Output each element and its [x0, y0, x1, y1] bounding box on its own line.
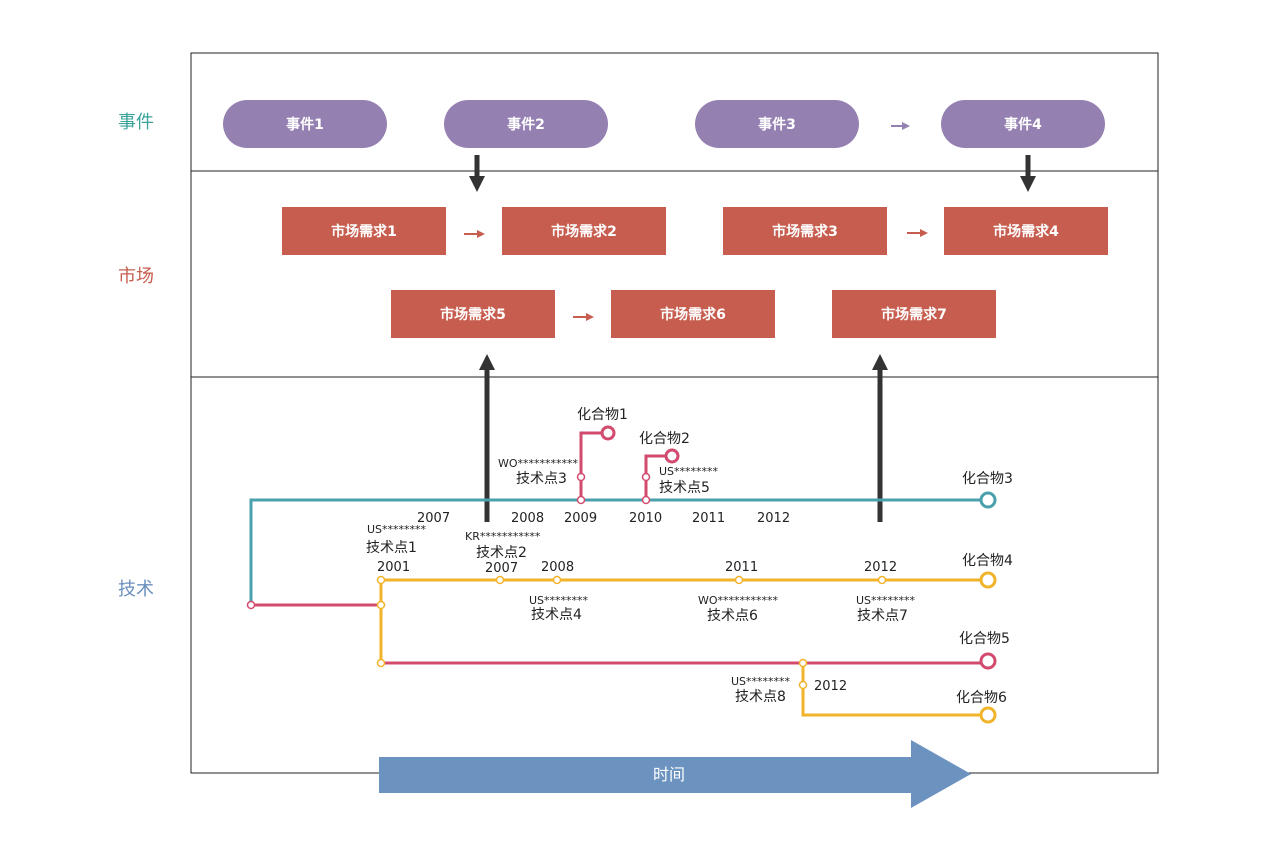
tech-point-1-name: 技术点1: [366, 540, 417, 556]
node: [552, 575, 562, 585]
tech-point-7-name: 技术点7: [857, 608, 908, 624]
market-need-1: 市场需求1: [282, 207, 446, 255]
year-label: 2012: [864, 560, 897, 575]
tech-point-4-patent: US********: [529, 594, 589, 607]
tech-point-2-name: 技术点2: [476, 545, 527, 561]
node: [641, 472, 651, 482]
tech-point-7-patent: US********: [856, 594, 916, 607]
row-label-events: 事件: [118, 112, 154, 133]
year-label: 2011: [725, 560, 758, 575]
tech-point-1-patent: US********: [367, 523, 427, 536]
year-label: 2010: [629, 511, 662, 526]
time-arrow-label: 时间: [653, 765, 685, 784]
node: [495, 575, 505, 585]
tech-point-3-name: 技术点3: [516, 471, 567, 487]
compound-node-5: [979, 652, 997, 670]
market-need-5: 市场需求5: [391, 290, 555, 338]
event-3: 事件3: [695, 100, 859, 148]
tech-point-6-name: 技术点6: [707, 608, 758, 624]
compound-node-2: [664, 448, 680, 464]
tech-point-6-patent: WO***********: [698, 594, 779, 607]
compound-label-3: 化合物3: [962, 471, 1013, 487]
time-arrow: [379, 740, 971, 808]
yellow-branch: [801, 663, 982, 717]
node: [576, 495, 586, 505]
compound-node-3: [979, 491, 997, 509]
compound-label-5: 化合物5: [959, 631, 1010, 647]
year-label: 2001: [377, 560, 410, 575]
compound-label-1: 化合物1: [577, 407, 628, 423]
node: [376, 658, 386, 668]
node: [576, 472, 586, 482]
teal-line: [249, 498, 981, 605]
frame: [190, 52, 1159, 774]
market-need-6: 市场需求6: [611, 290, 775, 338]
tech-point-5-name: 技术点5: [659, 480, 710, 496]
year-label: 2011: [692, 511, 725, 526]
year-label: 2012: [814, 679, 847, 694]
event-1: 事件1: [223, 100, 387, 148]
market-need-2: 市场需求2: [502, 207, 666, 255]
year-label: 2007: [417, 511, 450, 526]
event-4: 事件4: [941, 100, 1105, 148]
market-need-3: 市场需求3: [723, 207, 887, 255]
compound-node-1: [600, 425, 616, 441]
year-label: 2007: [485, 561, 518, 576]
node: [734, 575, 744, 585]
tech-point-2-patent: KR***********: [465, 530, 541, 543]
year-label: 2009: [564, 511, 597, 526]
year-label: 2008: [511, 511, 544, 526]
node: [798, 658, 808, 668]
tech-point-5-patent: US********: [659, 465, 719, 478]
compound-label-4: 化合物4: [962, 553, 1013, 569]
tech-point-8-patent: US********: [731, 675, 791, 688]
row-label-tech: 技术: [118, 579, 154, 600]
node: [798, 680, 808, 690]
year-label: 2008: [541, 560, 574, 575]
node: [376, 575, 386, 585]
market-need-4: 市场需求4: [944, 207, 1108, 255]
node: [877, 575, 887, 585]
node: [641, 495, 651, 505]
year-label: 2012: [757, 511, 790, 526]
market-need-7: 市场需求7: [832, 290, 996, 338]
compound-node-4: [979, 571, 997, 589]
tech-point-3-patent: WO***********: [498, 457, 579, 470]
pink-branch-2: [644, 454, 666, 500]
node: [246, 600, 256, 610]
event-2: 事件2: [444, 100, 608, 148]
node: [376, 600, 386, 610]
compound-label-6: 化合物6: [956, 690, 1007, 706]
pink-branch-1: [579, 431, 602, 500]
tech-point-4-name: 技术点4: [531, 607, 582, 623]
compound-label-2: 化合物2: [639, 431, 690, 447]
row-label-market: 市场: [118, 266, 154, 287]
tech-point-8-name: 技术点8: [735, 689, 786, 705]
compound-node-6: [979, 706, 997, 724]
